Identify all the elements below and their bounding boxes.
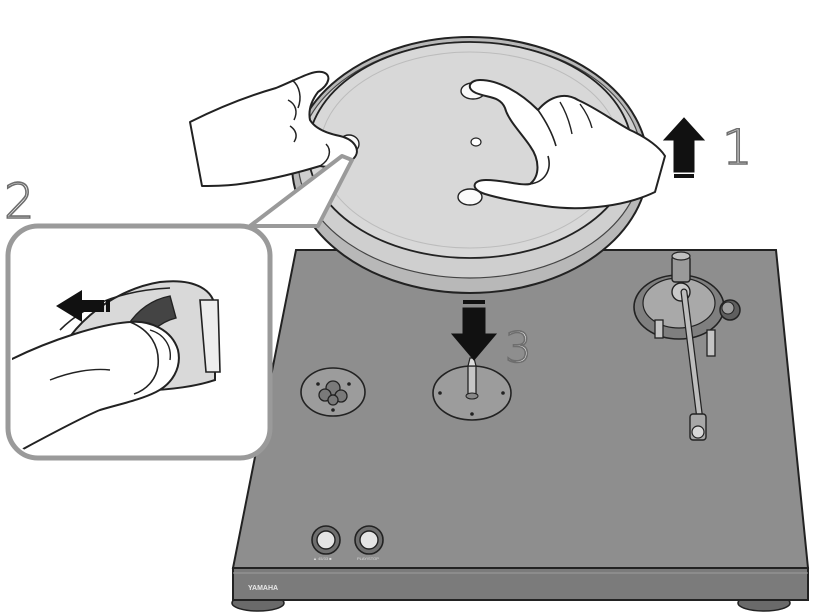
base-front-face	[232, 567, 809, 601]
arrow-left-pull	[56, 290, 110, 322]
play-stop-button-label: PLAY/STOP	[357, 556, 379, 561]
spindle-plate	[432, 357, 512, 421]
step-number-3: 3	[505, 323, 532, 372]
left-hand	[189, 70, 358, 187]
tonearm-assembly	[633, 251, 741, 441]
speed-button[interactable]	[311, 525, 341, 555]
arrow-down-place	[450, 300, 498, 361]
belt-removal-inset	[5, 154, 354, 461]
brand-logo: YAMAHA	[248, 585, 278, 592]
step-number-1: 1	[722, 120, 753, 176]
arrow-up-lift	[662, 117, 706, 178]
speed-button-label: ▲ 45/33 ■	[313, 556, 332, 561]
control-buttons: ▲ 45/33 ■ PLAY/STOP	[311, 525, 384, 561]
platter-finger-hole-bottom	[457, 188, 483, 206]
inset-pointer	[248, 154, 354, 228]
platter-center-hole	[470, 137, 482, 147]
step-number-2: 2	[4, 174, 35, 230]
motor-pulley-plate	[300, 367, 366, 417]
play-stop-button[interactable]	[354, 525, 384, 555]
right-hand	[468, 79, 666, 210]
